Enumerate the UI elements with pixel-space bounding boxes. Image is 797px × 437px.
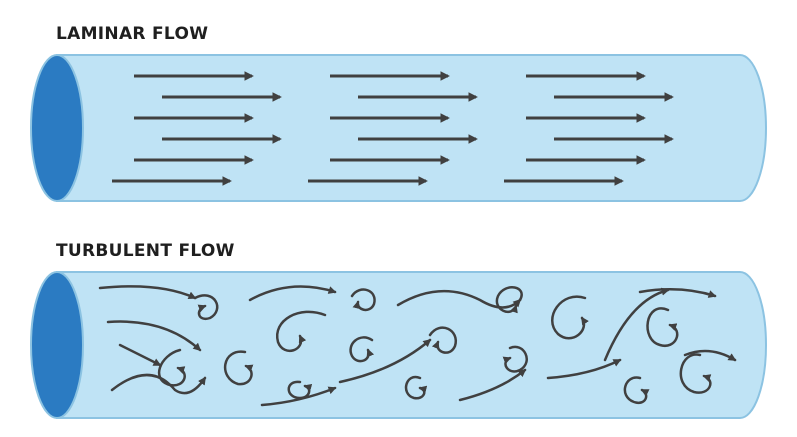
swirl-arrow-icon bbox=[404, 375, 428, 400]
swirl-arrow-icon bbox=[350, 288, 376, 312]
curved-arrow-icon bbox=[396, 289, 522, 309]
pipe-opening bbox=[30, 54, 84, 202]
swirl-arrow-icon bbox=[551, 295, 589, 340]
curved-arrow-icon bbox=[546, 358, 622, 380]
swirl-arrow-icon bbox=[287, 380, 313, 400]
swirl-arrow-icon bbox=[495, 286, 523, 314]
pipe-opening bbox=[30, 271, 84, 419]
swirl-arrow-icon bbox=[349, 336, 375, 363]
swirl-arrow-icon bbox=[223, 350, 254, 386]
curved-arrow-icon bbox=[458, 368, 527, 402]
curved-arrow-icon bbox=[118, 343, 162, 367]
curved-arrow-icon bbox=[98, 285, 197, 300]
swirl-arrow-icon bbox=[679, 353, 712, 394]
laminar-pipe bbox=[30, 54, 767, 202]
laminar-arrows bbox=[112, 71, 674, 186]
swirl-arrow-icon bbox=[502, 345, 528, 373]
swirl-arrow-icon bbox=[646, 307, 679, 348]
curved-arrow-icon bbox=[603, 287, 670, 362]
curved-arrow-icon bbox=[110, 373, 207, 395]
swirl-arrow-icon bbox=[428, 326, 458, 354]
curved-arrow-icon bbox=[638, 288, 717, 298]
curved-arrow-icon bbox=[248, 285, 337, 302]
swirl-arrow-icon bbox=[158, 348, 186, 387]
curved-arrow-icon bbox=[683, 349, 737, 362]
laminar-flow-title: LAMINAR FLOW bbox=[56, 24, 209, 44]
swirl-arrow-icon bbox=[193, 294, 219, 321]
curved-arrow-icon bbox=[338, 338, 432, 384]
turbulent-arrows bbox=[98, 285, 737, 407]
swirl-arrow-icon bbox=[623, 376, 650, 405]
swirl-arrow-icon bbox=[275, 310, 327, 353]
turbulent-flow-title: TURBULENT FLOW bbox=[56, 241, 235, 261]
curved-arrow-icon bbox=[106, 320, 202, 352]
